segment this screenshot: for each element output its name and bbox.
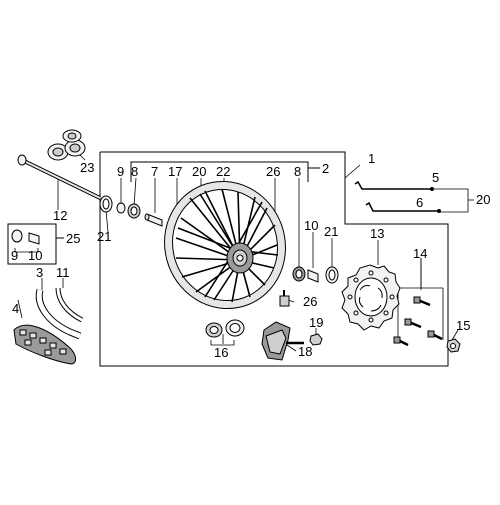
callout-12: 12 bbox=[53, 208, 67, 223]
callout-14: 14 bbox=[413, 246, 427, 261]
rim-band-part bbox=[55, 287, 84, 323]
callout-11: 11 bbox=[56, 265, 70, 280]
callout-20-top: 20 bbox=[192, 164, 206, 179]
washers-16-part bbox=[205, 319, 245, 338]
axle-part bbox=[17, 154, 101, 200]
sleeve-7-part bbox=[144, 213, 163, 227]
nut-19-part bbox=[309, 333, 323, 346]
callout-9-group: 9 bbox=[11, 248, 18, 263]
callout-18: 18 bbox=[298, 344, 312, 359]
callout-23: 23 bbox=[80, 160, 94, 175]
pin-5-part bbox=[354, 180, 434, 191]
callout-19: 19 bbox=[309, 315, 323, 330]
callout-8-left: 8 bbox=[131, 164, 138, 179]
callout-10-right: 10 bbox=[304, 218, 318, 233]
inner-tube-part bbox=[35, 289, 82, 340]
callout-15: 15 bbox=[456, 318, 470, 333]
callout-21-right: 21 bbox=[324, 224, 338, 239]
callout-26-top: 26 bbox=[266, 164, 280, 179]
oil-seal-right-part bbox=[325, 266, 339, 284]
spoked-wheel-part bbox=[164, 180, 286, 310]
valve-26-part bbox=[279, 290, 290, 307]
callout-16: 16 bbox=[214, 345, 228, 360]
bracket-2-frame bbox=[130, 161, 320, 182]
oil-seal-left-part bbox=[99, 195, 113, 213]
disc-bolts-part bbox=[393, 296, 443, 347]
callout-25: 25 bbox=[66, 231, 80, 246]
pin-6-part bbox=[365, 201, 441, 213]
callout-labels: 1 2 3 4 5 6 7 8 8 9 9 10 10 11 12 13 14 … bbox=[11, 151, 490, 360]
spacer-10-part bbox=[307, 269, 319, 283]
spacer-9-part bbox=[116, 202, 126, 214]
callout-2: 2 bbox=[322, 161, 329, 176]
callout-20-right: 20 bbox=[476, 192, 490, 207]
bearing-8-right-part bbox=[292, 266, 306, 282]
group-25-frame bbox=[7, 223, 64, 265]
group-25-parts bbox=[11, 229, 40, 245]
callout-22: 22 bbox=[216, 164, 230, 179]
callout-8-right: 8 bbox=[294, 164, 301, 179]
callout-26-valve: 26 bbox=[303, 294, 317, 309]
callout-21-left: 21 bbox=[97, 229, 111, 244]
main-assembly-frame bbox=[99, 151, 449, 367]
callout-9-top: 9 bbox=[117, 164, 124, 179]
callout-7: 7 bbox=[151, 164, 158, 179]
callout-4: 4 bbox=[12, 301, 19, 316]
hub-18-part bbox=[261, 321, 304, 361]
callout-3: 3 bbox=[36, 265, 43, 280]
tire-part bbox=[13, 324, 77, 365]
axle-nut-part bbox=[446, 338, 461, 353]
callout-13: 13 bbox=[370, 226, 384, 241]
callout-10-group: 10 bbox=[28, 248, 42, 263]
bearing-8-left-part bbox=[127, 203, 141, 219]
brake-disc-part bbox=[341, 264, 401, 331]
callout-1: 1 bbox=[368, 151, 375, 166]
callout-5: 5 bbox=[432, 170, 439, 185]
callout-17: 17 bbox=[168, 164, 182, 179]
callout-6: 6 bbox=[416, 195, 423, 210]
leader-lines bbox=[14, 149, 474, 352]
bearing-cap-part bbox=[47, 129, 86, 161]
